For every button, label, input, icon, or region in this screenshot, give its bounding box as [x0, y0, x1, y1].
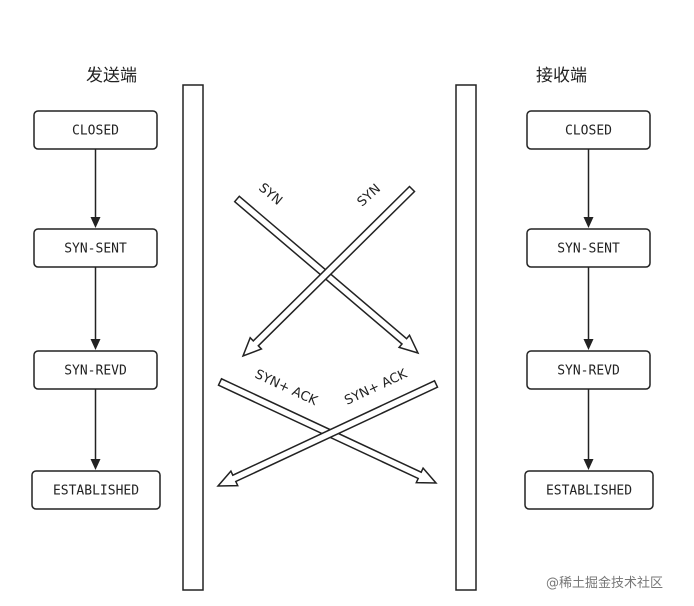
sender-lifeline: [182, 84, 204, 591]
synack-arrow-receiver-to-sender: [216, 379, 439, 487]
receiver-header: 接收端: [536, 66, 587, 86]
state-label: SYN-REVD: [64, 364, 127, 379]
sender-state-syn-revd: SYN-REVD: [33, 350, 158, 390]
sender-state-syn-sent: SYN-SENT: [33, 228, 158, 268]
receiver-state-syn-revd: SYN-REVD: [526, 350, 651, 390]
sender-transition-arrow-3: [90, 389, 101, 470]
state-label: SYN-SENT: [64, 242, 127, 257]
watermark: @稀土掘金技术社区: [546, 575, 663, 591]
sender-transition-arrow-1: [90, 149, 101, 228]
receiver-lifeline: [455, 84, 477, 591]
message-arrows: [216, 185, 439, 487]
sender-transition-arrow-2: [90, 267, 101, 350]
receiver-transition-arrow-3: [583, 389, 594, 470]
receiver-transition-arrow-1: [583, 149, 594, 228]
state-label: SYN-SENT: [557, 242, 620, 257]
syn-arrow-receiver-to-sender: [241, 185, 416, 358]
receiver-state-syn-sent: SYN-SENT: [526, 228, 651, 268]
syn-sender-label: SYN: [255, 181, 284, 209]
sender-header: 发送端: [86, 66, 137, 86]
sender-state-established: ESTABLISHED: [31, 470, 161, 510]
receiver-state-established: ESTABLISHED: [524, 470, 654, 510]
syn-receiver-label: SYN: [355, 181, 384, 209]
state-label: CLOSED: [72, 124, 119, 139]
state-label: ESTABLISHED: [53, 484, 139, 499]
state-label: ESTABLISHED: [546, 484, 632, 499]
state-label: SYN-REVD: [557, 364, 620, 379]
state-label: CLOSED: [565, 124, 612, 139]
receiver-transition-arrow-2: [583, 267, 594, 350]
sender-state-closed: CLOSED: [33, 110, 158, 150]
receiver-state-closed: CLOSED: [526, 110, 651, 150]
